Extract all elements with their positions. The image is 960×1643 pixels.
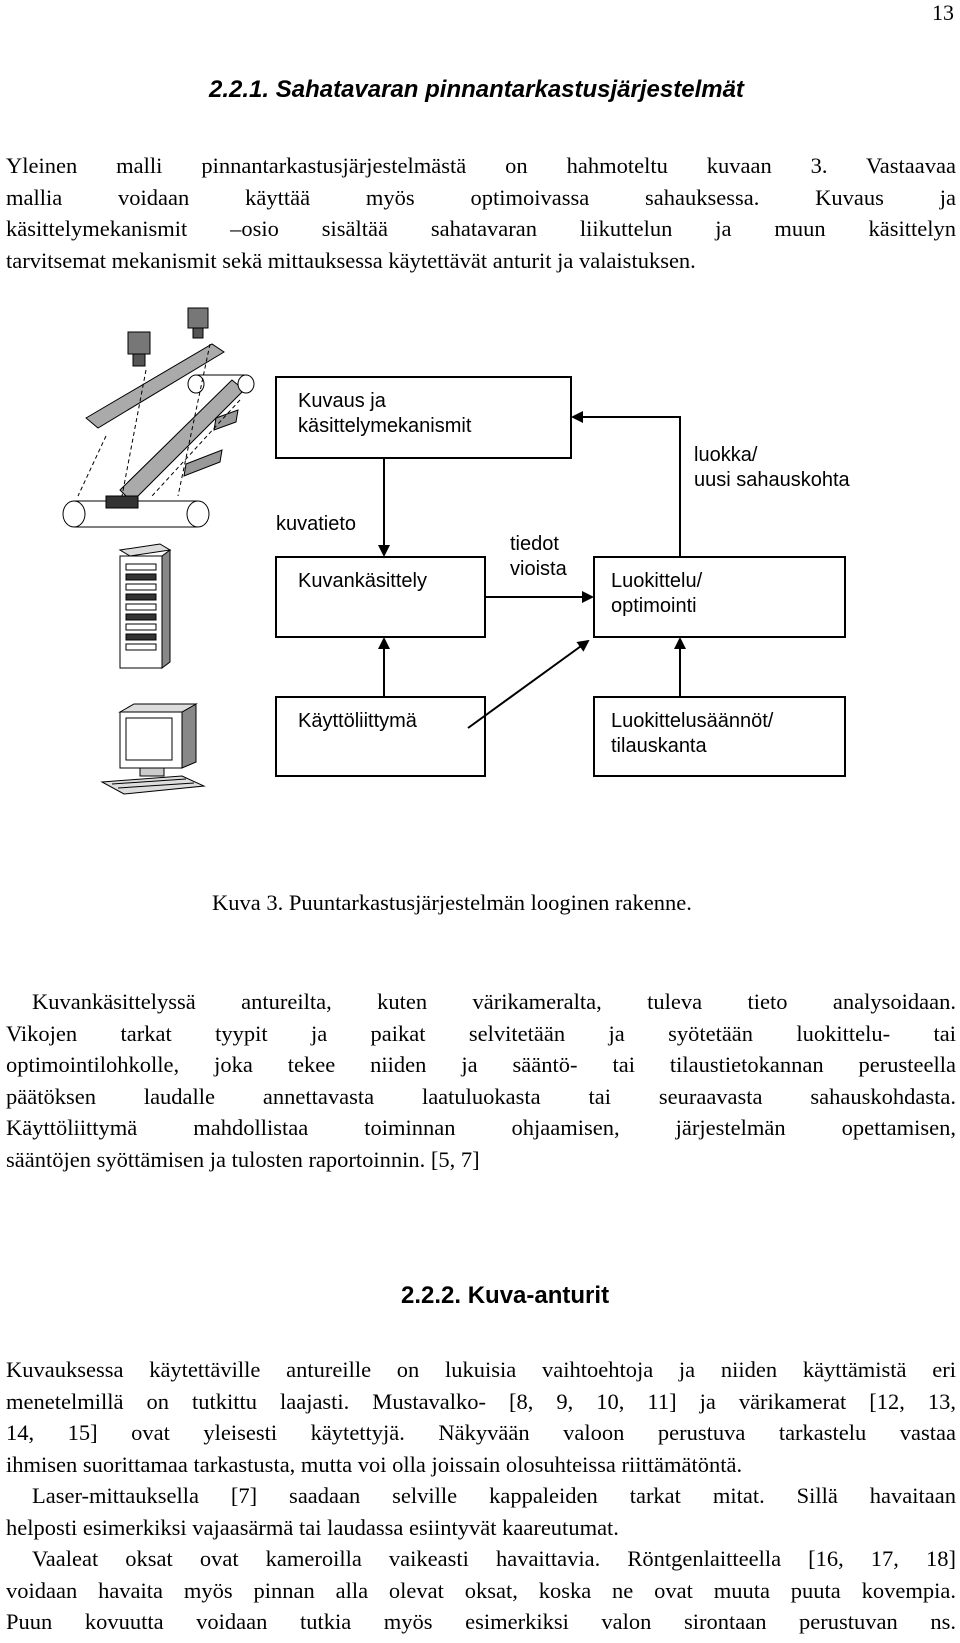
text-line: helposti esimerkiksi vajaasärmä tai laud…: [6, 1514, 619, 1540]
imaging-handling-label-line1: Kuvaus ja: [298, 390, 387, 412]
text-line: käsittelymekanismit –osio sisältää sahat…: [6, 216, 956, 241]
text-line: tarvitsemat mekanismit sekä mittauksessa…: [6, 247, 696, 273]
text-line: Kuvankäsittelyssä antureilta, kuten väri…: [32, 989, 956, 1014]
defect-data-label-line2: vioista: [510, 558, 568, 580]
text-line: sääntöjen syöttämisen ja tulosten raport…: [6, 1146, 480, 1172]
imaging-handling-label-line2: käsittelymekanismit: [298, 415, 472, 437]
intro-paragraph: Yleinen malli pinnantarkastusjärjestelmä…: [6, 150, 956, 276]
image-processing-label: Kuvankäsittely: [298, 570, 427, 592]
sensors-paragraph-1: Kuvauksessa käytettäville antureille on …: [6, 1354, 956, 1480]
rules-database-label-line1: Luokittelusäännöt/: [611, 710, 774, 732]
text-line: Laser-mittauksella [7] saadaan selville …: [32, 1483, 956, 1508]
rules-database-box: [593, 696, 846, 777]
sensors-paragraph-2: Laser-mittauksella [7] saadaan selville …: [6, 1480, 956, 1543]
image-data-label: kuvatieto: [276, 513, 356, 535]
computer-terminal-icon: [100, 703, 206, 795]
server-tower-icon: [118, 543, 172, 669]
user-interface-box: [275, 696, 486, 777]
text-line: Yleinen malli pinnantarkastusjärjestelmä…: [6, 153, 956, 178]
text-line: Vikojen tarkat tyypit ja paikat selvitet…: [6, 1020, 956, 1046]
text-line: päätöksen laudalle annettavasta laatuluo…: [6, 1083, 956, 1109]
text-line: Käyttöliittymä mahdollistaa toiminnan oh…: [6, 1115, 956, 1140]
user-interface-label: Käyttöliittymä: [298, 710, 418, 732]
conveyor-camera-icon: [62, 307, 255, 528]
section-heading: 2.2.1. Sahatavaran pinnantarkastusjärjes…: [209, 76, 744, 103]
rules-database-label-line2: tilauskanta: [611, 735, 707, 757]
text-line: voidaan havaita myös pinnan alla olevat …: [6, 1577, 956, 1603]
system-diagram: Kuvaus ja käsittelymekanismit Kuvankäsit…: [62, 307, 851, 795]
page-number: 13: [932, 0, 954, 25]
arrow-ui-to-classification: [467, 639, 590, 729]
sensors-paragraph-3: Vaaleat oksat ovat kameroilla vaikeasti …: [6, 1543, 956, 1638]
text-line: 14, 15] ovat yleisesti käytettyjä. Näkyv…: [6, 1420, 956, 1445]
figure-caption: Kuva 3. Puuntarkastusjärjestelmän loogin…: [212, 890, 692, 915]
arrow-class-feedback: [571, 411, 681, 557]
text-line: Puun kovuutta voidaan tutkia myös esimer…: [6, 1609, 956, 1634]
text-line: ihmisen suorittamaa tarkastusta, mutta v…: [6, 1451, 743, 1477]
class-label-line2: uusi sahauskohta: [694, 469, 851, 491]
section-heading-2: 2.2.2. Kuva-anturit: [401, 1282, 610, 1309]
text-line: Vaaleat oksat ovat kameroilla vaikeasti …: [32, 1546, 956, 1571]
classification-label-line1: Luokittelu/: [611, 570, 703, 592]
imaging-handling-box: [275, 376, 572, 459]
image-processing-box: [275, 556, 486, 638]
defect-data-label-line1: tiedot: [510, 533, 559, 555]
text-line: mallia voidaan käyttää myös optimoivassa…: [6, 184, 956, 210]
classification-label-line2: optimointi: [611, 595, 697, 617]
text-line: menetelmillä on tutkittu laajasti. Musta…: [6, 1388, 956, 1414]
text-line: Kuvauksessa käytettäville antureille on …: [6, 1357, 956, 1382]
body-paragraph: Kuvankäsittelyssä antureilta, kuten väri…: [6, 986, 956, 1175]
class-label-line1: luokka/: [694, 444, 758, 466]
text-line: optimointilohkolle, joka tekee niiden ja…: [6, 1052, 956, 1077]
classification-box: [593, 556, 846, 638]
